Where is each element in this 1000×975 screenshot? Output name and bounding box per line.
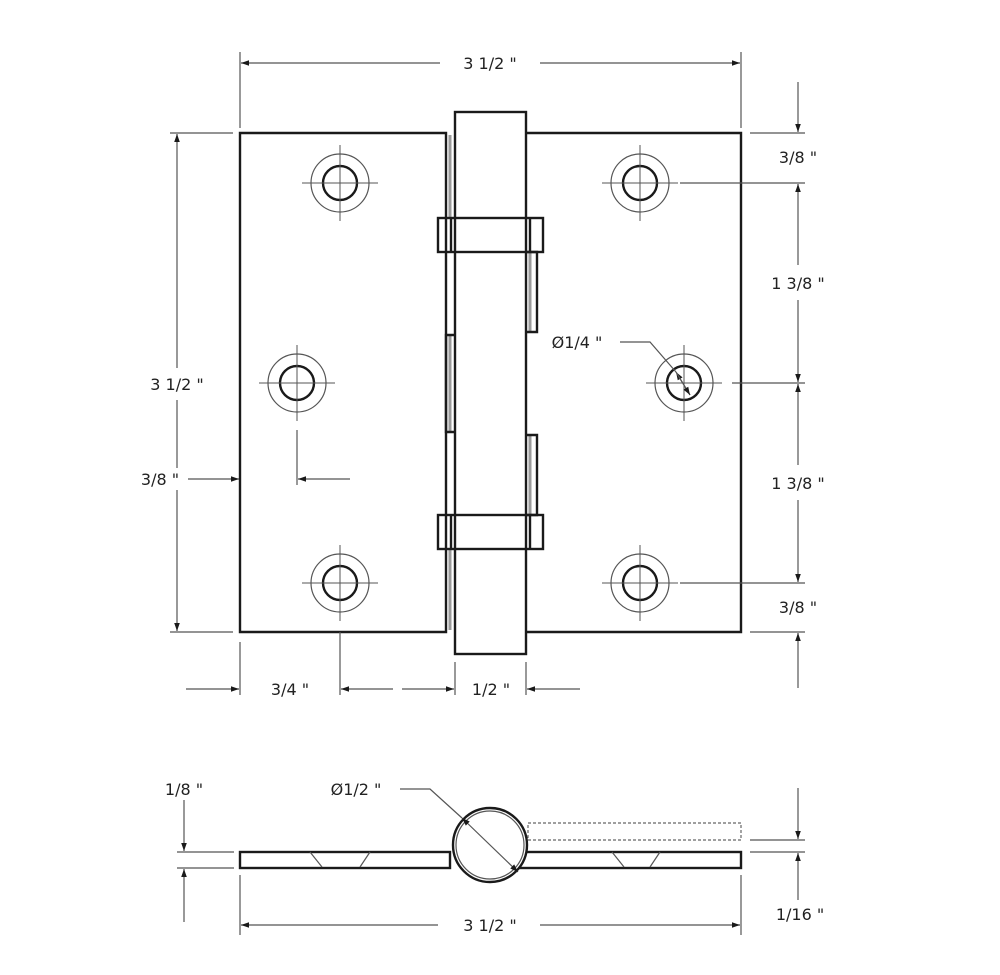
dim-end-right-thickness: 1/16 ": [776, 905, 824, 924]
screw-hole-right-top: [602, 145, 678, 221]
dim-right-spacing-upper: 1 3/8 ": [771, 274, 824, 293]
dim-left-edge-hole: 3/8 ": [141, 470, 179, 489]
left-leaf: [238, 131, 448, 634]
front-view-dimensions: 3 1/2 " 3 1/2 " 3/8 " 3/4 " 1/2 " Ø1/4 ": [141, 52, 825, 699]
front-view: [238, 110, 743, 656]
dim-end-overall-width: 3 1/2 ": [463, 916, 516, 935]
dim-hole-diameter: Ø1/4 ": [552, 333, 603, 352]
dim-barrel-diameter: Ø1/2 ": [331, 780, 382, 799]
dim-overall-width: 3 1/2 ": [463, 54, 516, 73]
dim-right-top-edge: 3/8 ": [779, 148, 817, 167]
screw-hole-right-middle: [646, 345, 722, 421]
barrel: [453, 110, 528, 656]
end-hidden-leaf: [527, 822, 742, 841]
dim-end-leaf-thickness: 1/8 ": [165, 780, 203, 799]
dim-knuckle-width: 1/2 ": [472, 680, 510, 699]
end-leaf-left: [238, 850, 452, 870]
dim-overall-height: 3 1/2 ": [150, 375, 203, 394]
dim-right-spacing-lower: 1 3/8 ": [771, 474, 824, 493]
screw-hole-left-top: [302, 145, 378, 221]
screw-hole-left-middle: [259, 345, 335, 421]
screw-hole-right-bottom: [602, 545, 678, 621]
dim-right-bottom-edge: 3/8 ": [779, 598, 817, 617]
end-leaf-right: [516, 850, 743, 870]
screw-hole-left-bottom: [302, 545, 378, 621]
bearing-collar-bottom: [436, 513, 545, 551]
end-view: Ø1/2 ": [238, 780, 743, 884]
bearing-collar-top: [436, 216, 545, 254]
end-view-dimensions: 1/8 " 3 1/2 " 1/16 ": [165, 780, 824, 935]
dim-hole-from-edge: 3/4 ": [271, 680, 309, 699]
